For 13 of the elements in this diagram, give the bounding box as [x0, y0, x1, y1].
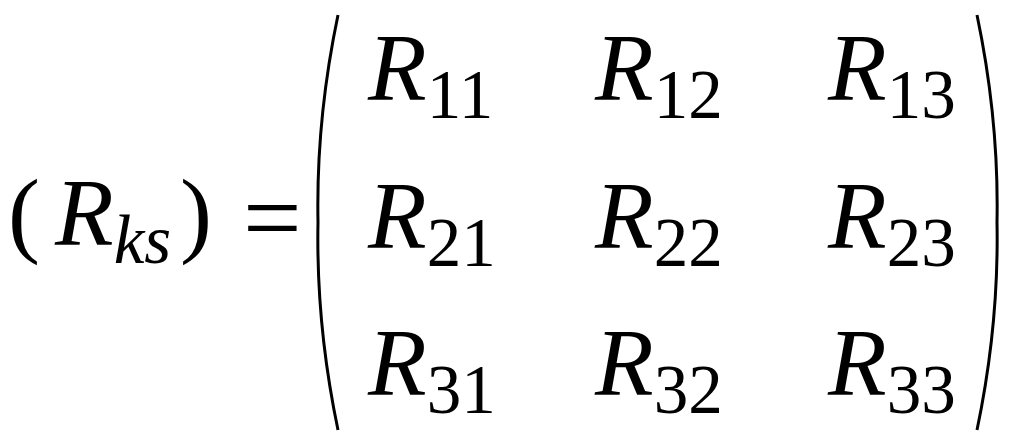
parenthesis: ): [180, 158, 212, 268]
matrix-entry: R$_{12}$: [595, 13, 723, 128]
matrix-entry: R$_{32}$: [595, 308, 723, 423]
matrix-entry: R$_{31}$: [368, 308, 496, 423]
matrix-entry: R$_{21}$: [368, 161, 496, 276]
matrix-entry: R$_{22}$: [595, 161, 723, 276]
matrix-entry: R$_{11}$: [368, 13, 494, 128]
matrix-entry: R$_{23}$: [828, 161, 956, 276]
matrix-symbol: R$_{ks}$: [55, 158, 172, 273]
matrix-entry: R$_{33}$: [828, 308, 956, 423]
parenthesis: (: [8, 158, 40, 268]
matrix-entry: R$_{13}$: [828, 13, 956, 128]
equals-sign: =: [243, 159, 302, 277]
